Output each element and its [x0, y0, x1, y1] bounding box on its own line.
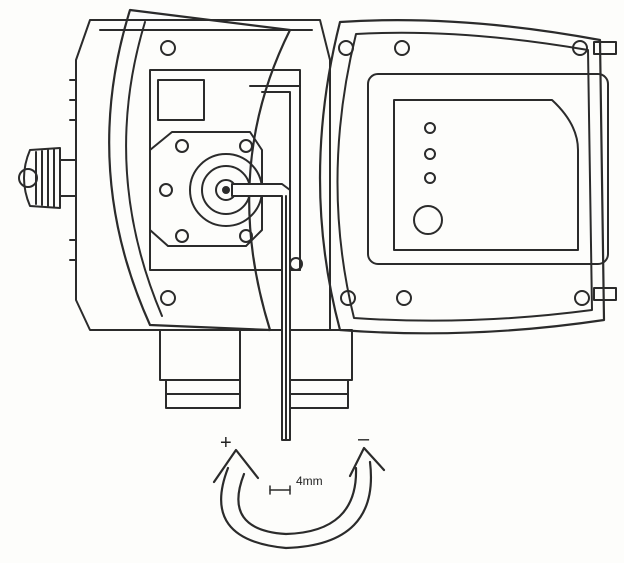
led-indicator-icon	[424, 172, 436, 184]
side-knob-icon	[18, 147, 77, 209]
minus-direction-label: –	[358, 428, 370, 450]
screw-icon	[574, 290, 590, 306]
screw-icon	[394, 40, 410, 56]
plus-direction-label: +	[220, 432, 232, 454]
screw-icon	[572, 40, 588, 56]
housing-frame-left	[108, 8, 292, 332]
cable-glands	[159, 329, 353, 409]
hex-key-tool	[231, 183, 291, 441]
dimension-label: 4mm	[296, 474, 323, 488]
screw-icon	[160, 290, 176, 306]
hinge-pins	[593, 41, 617, 301]
dimension-marker	[269, 485, 291, 495]
screw-icon	[160, 40, 176, 56]
screw-icon	[396, 290, 412, 306]
led-indicator-icon	[424, 148, 436, 160]
control-housing	[318, 19, 609, 335]
screw-icon	[340, 290, 356, 306]
rotation-arrow-icon	[212, 446, 386, 550]
led-indicator-icon	[424, 122, 436, 134]
pump-head	[149, 131, 263, 247]
inner-compartment	[149, 69, 301, 271]
screw-icon	[338, 40, 354, 56]
screw-icon	[159, 139, 253, 243]
control-button-icon	[413, 205, 443, 235]
frame-screws	[160, 40, 590, 306]
screw-icon	[289, 257, 303, 271]
control-panel	[413, 122, 443, 235]
